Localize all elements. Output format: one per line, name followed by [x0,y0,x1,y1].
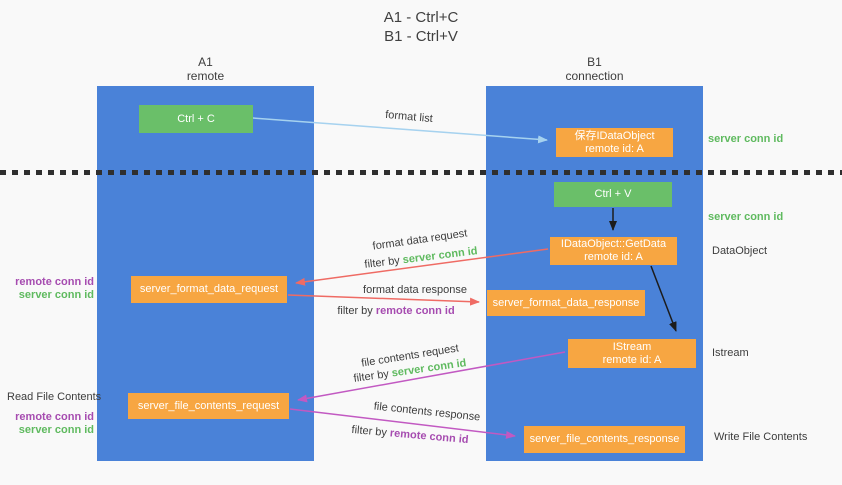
lane-b1-subtitle: connection [565,69,624,83]
node-server-format-data-response-label: server_format_data_response [492,296,640,309]
filter-by-text: filter by [351,423,391,440]
node-ctrl-c[interactable]: Ctrl + C [139,105,253,133]
title-line-1: A1 - Ctrl+C [383,9,459,26]
lane-a1-name: A1 [198,55,213,69]
edge-label-file-contents-response: file contents response [373,400,481,424]
node-server-format-data-request-label: server_format_data_request [139,283,279,295]
title-line-2: B1 - Ctrl+V [384,28,458,45]
filter-by-text: filter by [337,305,376,317]
node-server-file-contents-response-label: server_file_contents_response [529,433,680,445]
node-ctrl-c-label: Ctrl + C [177,112,215,125]
node-server-format-data-response[interactable]: server_format_data_response [487,290,645,316]
node-istream-line1: IStream [612,340,652,353]
side-label-remote-conn-id-format: remote conn id [15,276,94,288]
lane-a1-header: A1 remote [97,55,314,83]
remote-conn-id-text: remote conn id [375,305,455,317]
side-label-read-file-contents: Read File Contents [7,391,102,403]
side-label-remote-conn-id-file: remote conn id [15,411,94,423]
node-istream[interactable]: IStream remote id: A [568,339,696,368]
node-ctrl-v-label: Ctrl + V [594,188,632,200]
node-idataobject-getdata[interactable]: IDataObject::GetData remote id: A [550,237,677,265]
lane-b1-name: B1 [587,55,602,69]
filter-by-text: filter by [352,367,393,385]
node-idataobject-getdata-line2: remote id: A [584,251,643,263]
lane-b1-header: B1 connection [486,55,703,83]
side-label-server-conn-id-format: server conn id [18,289,94,301]
side-label-server-conn-id-file: server conn id [18,424,94,436]
node-save-idataobject-line2: remote id: A [585,142,644,155]
lane-a1-subtitle: remote [186,69,225,83]
node-server-format-data-request[interactable]: server_format_data_request [131,276,287,303]
node-idataobject-getdata-line1: IDataObject::GetData [560,238,667,250]
server-conn-id-text: server conn id [402,245,479,267]
side-label-write-file-contents: Write File Contents [714,431,808,443]
edge-label-filter-by-remote-conn-id-1: filter by remote conn id [337,305,454,317]
node-istream-line2: remote id: A [602,353,662,366]
side-group-format-conn-ids: remote conn id server conn id [4,276,94,302]
arrow-format-data-response [287,294,480,306]
node-save-idataobject[interactable]: 保存IDataObject remote id: A [556,128,673,157]
side-label-server-conn-id-mid-right: server conn id [708,211,784,223]
node-server-file-contents-request[interactable]: server_file_contents_request [128,393,289,419]
node-server-file-contents-response[interactable]: server_file_contents_response [524,426,685,453]
side-label-server-conn-id-top-right: server conn id [708,133,784,145]
filter-by-text: filter by [363,254,404,271]
node-ctrl-v[interactable]: Ctrl + V [554,182,672,207]
edge-label-format-data-response: format data response [363,284,467,296]
edge-label-format-list: format list [384,108,434,126]
side-label-dataobject: DataObject [712,245,768,257]
node-server-file-contents-request-label: server_file_contents_request [137,399,280,412]
side-group-file-conn-ids: remote conn id server conn id [4,411,94,437]
edge-label-filter-by-remote-conn-id-2: filter by remote conn id [351,424,469,446]
remote-conn-id-text: remote conn id [389,427,469,447]
side-label-istream: Istream [712,347,749,359]
diagram-title: A1 - Ctrl+C B1 - Ctrl+V [0,8,842,46]
node-save-idataobject-line1: 保存IDataObject [574,129,655,142]
session-divider [0,170,842,175]
